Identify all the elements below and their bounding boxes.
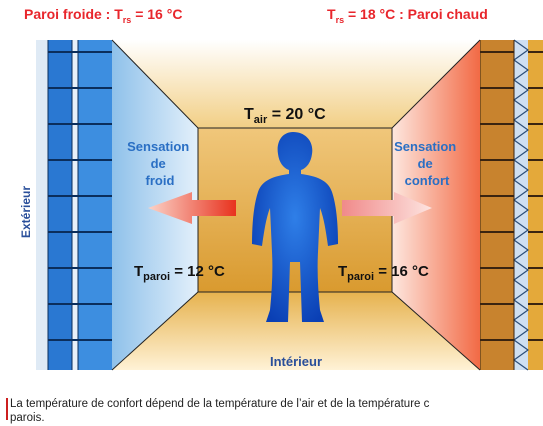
- room-diagram: Tair = 20 °C Sensation de froid Sensatio…: [19, 39, 543, 371]
- cold-wall-temperature: Tparoi = 12 °C: [134, 263, 225, 283]
- exterior-gap: [72, 40, 78, 370]
- cold-sensation-label: Sensation de froid: [127, 139, 193, 188]
- warm-outer-layer: [528, 40, 543, 370]
- exterior-facade: [36, 40, 48, 370]
- warm-wall-title: Trs = 18 °C : Paroi chaud: [327, 6, 488, 25]
- comfort-sensation-label: Sensation de confort: [394, 139, 460, 188]
- exterior-outer-layer: [48, 40, 72, 370]
- cold-wall-joints: [48, 51, 112, 341]
- warm-wall-joints: [480, 51, 543, 341]
- caption-line-1: La température de confort dépend de la t…: [10, 398, 430, 410]
- floor: [112, 292, 480, 370]
- warm-wall-layers: [479, 39, 543, 371]
- interior-label: Intérieur: [270, 354, 322, 369]
- cold-sensation-arrow: [148, 192, 236, 224]
- cold-wall-layers: [36, 40, 112, 370]
- caption-marker: [6, 398, 8, 420]
- cold-wall-title: Paroi froide : Trs = 16 °C: [24, 6, 183, 25]
- exterior-label: Extérieur: [19, 186, 33, 238]
- person-figure: [252, 132, 338, 322]
- warm-sensation-arrow: [342, 192, 432, 224]
- caption: La température de confort dépend de la t…: [0, 396, 543, 426]
- exterior-inner-layer: [78, 40, 112, 370]
- warm-brick-layer: [480, 40, 514, 370]
- warm-wall-temperature: Tparoi = 16 °C: [338, 263, 429, 283]
- cold-wall-surface: [112, 40, 198, 370]
- caption-line-2: parois.: [10, 412, 45, 424]
- warm-wall-surface: [392, 40, 480, 370]
- insulation-zigzag: [512, 39, 530, 371]
- caption-text: La température de confort dépend de la t…: [10, 397, 543, 425]
- air-temperature-label: Tair = 20 °C: [244, 106, 326, 126]
- ceiling: [112, 40, 480, 128]
